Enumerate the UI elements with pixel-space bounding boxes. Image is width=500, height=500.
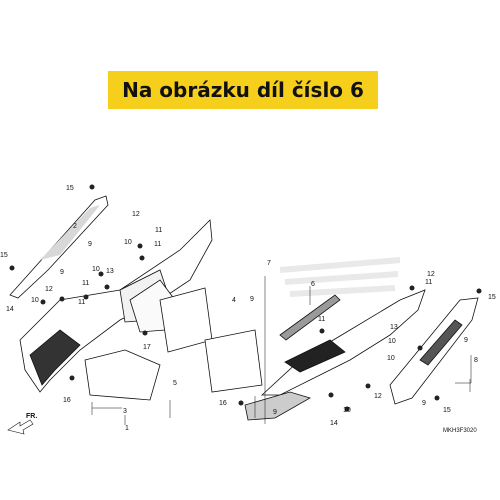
label-12d: 12 [374, 393, 382, 400]
label-14b: 14 [330, 420, 338, 427]
label-15a: 15 [66, 185, 74, 192]
part-3-lower-panel[interactable] [84, 349, 161, 401]
label-13b: 13 [390, 324, 398, 331]
label-5: 5 [173, 380, 177, 387]
label-10a: 10 [124, 239, 132, 246]
label-11d: 11 [78, 299, 85, 306]
label-11b: 11 [154, 241, 161, 248]
label-16a: 16 [63, 397, 71, 404]
label-16b: 16 [219, 400, 227, 407]
label-10d: 10 [343, 407, 351, 414]
banner-text: Na obrázku díl číslo 6 [122, 78, 364, 102]
label-10c: 10 [31, 297, 39, 304]
label-8: 8 [474, 357, 478, 364]
label-3: 3 [123, 408, 127, 415]
label-10e: 10 [387, 355, 395, 362]
label-17: 17 [143, 344, 151, 351]
part-8-decal [419, 319, 463, 366]
label-9d: 9 [464, 337, 468, 344]
label-9e: 9 [422, 400, 426, 407]
label-9c: 9 [250, 296, 254, 303]
label-11f: 11 [425, 279, 432, 286]
part-labels: 1 2 3 4 5 6 7 8 9 9 9 9 9 9 10 10 10 10 … [0, 185, 496, 434]
part-1-dark-section [29, 329, 81, 386]
label-11c: 11 [82, 280, 89, 287]
label-9b: 9 [60, 269, 64, 276]
label-15b: 15 [0, 252, 8, 259]
part-4-inner-panel[interactable] [204, 329, 263, 393]
label-6: 6 [311, 281, 315, 288]
label-12b: 12 [45, 286, 53, 293]
label-12c: 12 [427, 271, 435, 278]
label-11e: 11 [318, 316, 325, 323]
front-direction-arrow: FR. [7, 413, 37, 435]
background-wing-logo [279, 257, 401, 297]
label-13a: 13 [106, 268, 114, 275]
leader-lines [91, 276, 472, 425]
right-cover-dark-section [284, 339, 346, 373]
label-15d: 15 [443, 407, 451, 414]
label-4: 4 [232, 297, 236, 304]
part-5-rear-panel[interactable] [159, 287, 213, 353]
label-11a: 11 [155, 227, 162, 234]
label-10f: 10 [388, 338, 396, 345]
right-lower-piece[interactable] [244, 391, 312, 421]
label-14a: 14 [6, 306, 14, 313]
label-12a: 12 [132, 211, 140, 218]
label-9f: 9 [273, 409, 277, 416]
label-15c: 15 [488, 294, 496, 301]
part-2-stripe [40, 205, 100, 260]
label-7: 7 [267, 260, 271, 267]
label-10b: 10 [92, 266, 100, 273]
part-number-banner: Na obrázku díl číslo 6 [108, 71, 378, 109]
label-9a: 9 [88, 241, 92, 248]
part-6-decal-strip[interactable] [279, 294, 341, 341]
fasteners [9, 184, 482, 412]
label-2: 2 [73, 223, 77, 230]
front-direction-label: FR. [26, 413, 37, 420]
label-1: 1 [125, 425, 129, 432]
diagram-code: MKH3F3020 [443, 428, 477, 434]
